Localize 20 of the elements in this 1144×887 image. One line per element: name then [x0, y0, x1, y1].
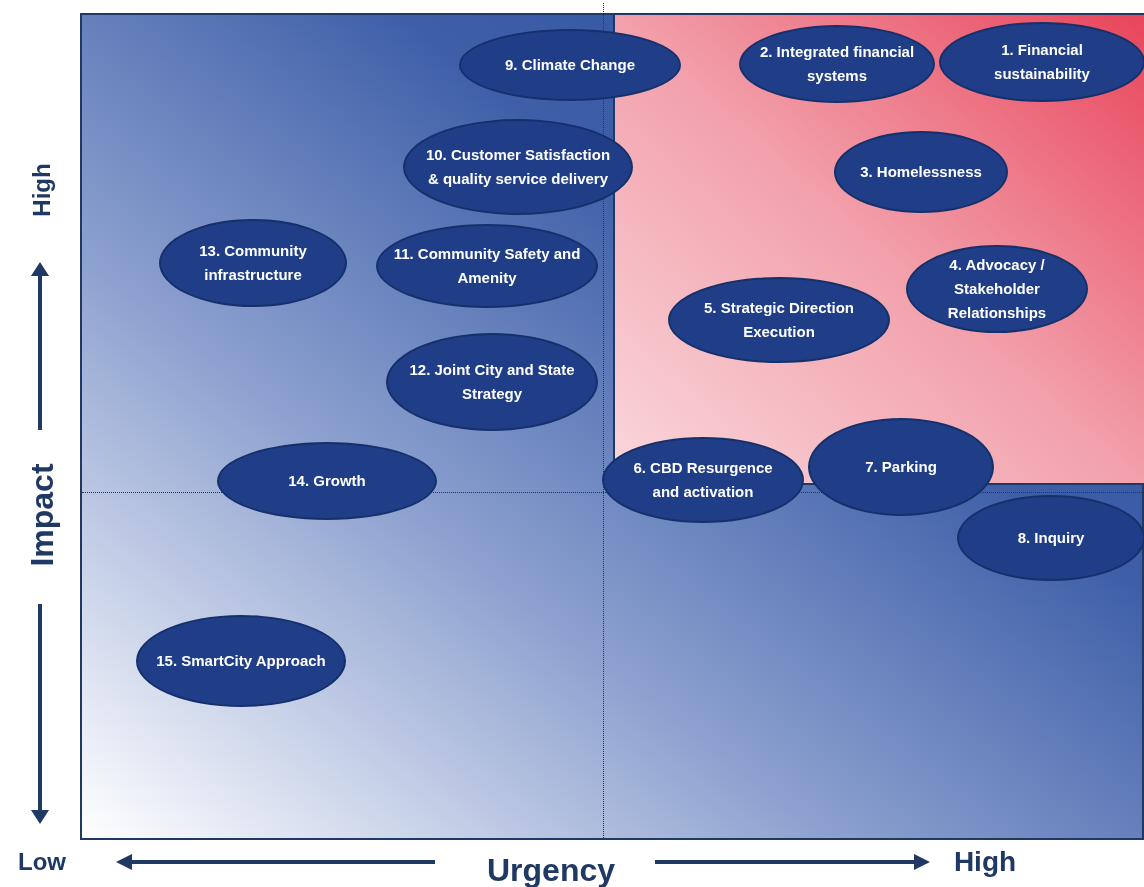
axis-label: High: [28, 163, 56, 217]
node-label: 3. Homelessness: [860, 162, 982, 182]
axis-label: Urgency: [487, 851, 615, 887]
node-label: 1. Financial sustainability: [993, 40, 1091, 84]
node-label: 11. Community Safety and Amenity: [392, 244, 582, 288]
node-label: 10. Customer Satisfaction & quality service delivery: [424, 145, 612, 189]
axis-label: Low: [18, 848, 66, 876]
node-label: 15. SmartCity Approach: [156, 651, 326, 671]
node-label: 9. Climate Change: [504, 55, 635, 75]
node-label: 4. Advocacy / Stakeholder Relationships: [946, 255, 1048, 323]
node-label: 5. Strategic Direction Execution: [702, 298, 855, 342]
node-label: 14. Growth: [288, 471, 366, 491]
node-label: 6. CBD Resurgence and activation: [632, 458, 774, 502]
node-label: 2. Integrated financial systems: [758, 42, 916, 86]
axis-label: Impact: [23, 463, 61, 567]
node-label: 8. Inquiry: [1017, 528, 1085, 548]
node-label: 13. Community infrastructure: [198, 241, 308, 285]
axis-label: High: [953, 846, 1017, 878]
node-label: 7. Parking: [865, 457, 937, 477]
node-label: 12. Joint City and State Strategy: [408, 360, 576, 404]
